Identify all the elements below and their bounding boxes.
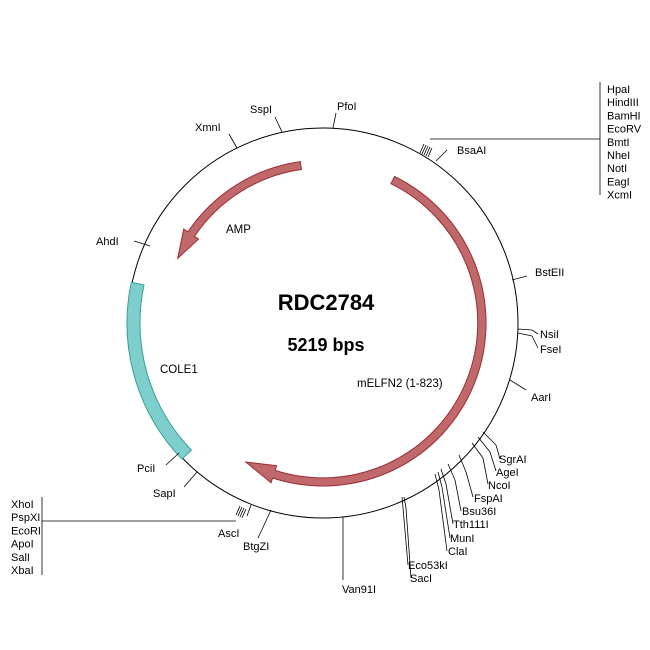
site-label-van91i: Van91I	[342, 584, 376, 596]
site-label-ecori: EcoRI	[11, 525, 41, 537]
site-label-hpai: HpaI	[607, 84, 630, 96]
site-label-agei: AgeI	[496, 467, 519, 479]
site-label-ecorv: EcoRV	[607, 124, 642, 136]
site-label-xhoi: XhoI	[11, 499, 34, 511]
site-label-sali: SalI	[11, 552, 30, 564]
site-label-xbai: XbaI	[11, 565, 34, 577]
site-label-ahdi: AhdI	[96, 236, 119, 248]
plasmid-size: 5219 bps	[287, 335, 364, 355]
site-label-tth111i: Tth111I	[453, 519, 489, 531]
site-label-btgzi: BtgZI	[243, 541, 269, 553]
site-label-sspi: SspI	[250, 104, 272, 116]
site-label-noti: NotI	[607, 163, 627, 175]
site-label-saci: SacI	[410, 573, 432, 585]
site-label-sapi: SapI	[153, 488, 176, 500]
site-label-xcmi: XcmI	[607, 190, 632, 202]
site-label-bsaai: BsaAI	[457, 145, 486, 157]
site-label-pspxi: PspXI	[11, 512, 40, 524]
site-label-ncoi: NcoI	[488, 480, 511, 492]
melfn2-gene-arrow[interactable]	[244, 175, 487, 487]
site-label-nhei: NheI	[607, 150, 630, 162]
mcs-bracket-top-right	[419, 82, 601, 195]
site-label-aari: AarI	[531, 392, 551, 404]
site-label-hindiii: HindIII	[607, 97, 639, 109]
site-label-sgrai: SgrAI	[499, 454, 527, 466]
site-label-bmti: BmtI	[607, 137, 630, 149]
amp-gene-arrow[interactable]	[176, 161, 302, 260]
site-ticks	[133, 112, 539, 580]
site-label-xmni: XmnI	[195, 122, 221, 134]
site-label-asci: AscI	[218, 528, 239, 540]
site-label-bamhi: BamHI	[607, 110, 641, 122]
site-label-pcii: PciI	[137, 463, 155, 475]
melfn2-label: mELFN2 (1-823)	[357, 378, 443, 390]
site-label-bsteii: BstEII	[535, 267, 564, 279]
cole1-origin-feature[interactable]	[126, 281, 193, 460]
cole1-label: COLE1	[160, 364, 198, 376]
site-label-pfoi: PfoI	[337, 101, 357, 113]
site-label-apoi: ApoI	[11, 539, 34, 551]
amp-label: AMP	[226, 224, 251, 236]
plasmid-name: RDC2784	[278, 290, 375, 315]
mcs-bracket-bottom-left	[41, 497, 247, 575]
site-label-fsei: FseI	[540, 344, 561, 356]
site-label-nsii: NsiI	[540, 329, 559, 341]
site-label-muni: MunI	[450, 533, 474, 545]
site-label-fspai: FspAI	[474, 493, 503, 505]
site-label-bsu36i: Bsu36I	[462, 506, 496, 518]
site-label-eagi: EagI	[607, 176, 630, 188]
site-label-clai: ClaI	[448, 546, 468, 558]
site-label-eco53ki: Eco53kI	[408, 560, 448, 572]
plasmid-backbone	[127, 127, 519, 519]
